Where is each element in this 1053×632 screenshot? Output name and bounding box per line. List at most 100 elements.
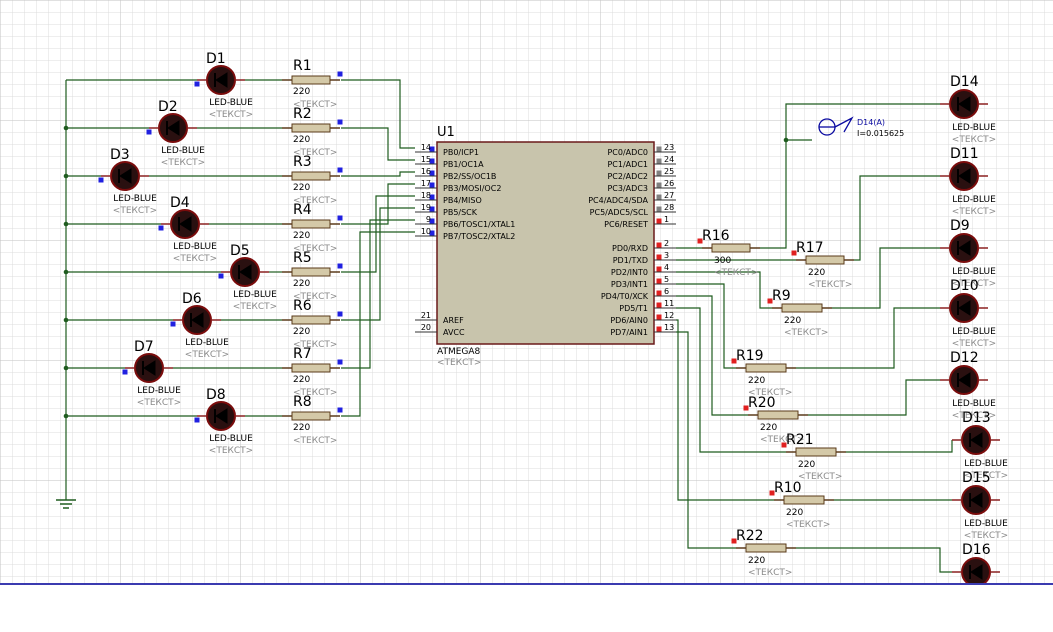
right-led-1[interactable] [940, 89, 988, 119]
junction-dot [63, 365, 69, 371]
right-led-7[interactable] [952, 485, 1000, 515]
pin-marker [656, 314, 662, 320]
diode-symbol [143, 360, 156, 376]
resistor-text-label: <ТЕКСТ> [293, 148, 337, 158]
mcu-pin-name: PD7/AIN1 [610, 328, 648, 337]
left-resistor-4[interactable] [282, 219, 340, 229]
led-text-label: <ТЕКСТ> [952, 339, 996, 349]
status-area [0, 583, 1053, 632]
mcu-pin-name: PD4/T0/XCK [601, 292, 649, 301]
right-resistor-3[interactable] [772, 303, 832, 313]
wire [341, 231, 415, 417]
right-led-3[interactable] [940, 233, 988, 263]
right-resistor-7[interactable] [774, 495, 834, 505]
wire [341, 171, 415, 177]
right-led-4[interactable] [940, 293, 988, 323]
wire [832, 247, 940, 309]
right-resistor-8[interactable] [736, 543, 796, 553]
pin-marker [791, 250, 797, 256]
diode-symbol [958, 240, 971, 256]
left-led-4[interactable] [161, 209, 209, 239]
wire [796, 547, 952, 573]
resistor-ref-label: R22 [736, 528, 764, 544]
mcu-part-label: ATMEGA8 [437, 347, 481, 357]
left-led-3[interactable] [101, 161, 149, 191]
mcu-pin-number: 3 [664, 251, 669, 260]
left-resistor-2[interactable] [282, 123, 340, 133]
wire [341, 219, 415, 369]
left-resistor-7[interactable] [282, 363, 340, 373]
mcu-pin-number: 5 [664, 275, 669, 284]
led-part-label: LED-BLUE [952, 399, 996, 409]
led-ref-label: D7 [134, 339, 154, 355]
left-resistor-3[interactable] [282, 171, 340, 181]
wire [676, 283, 736, 369]
mcu-pin-name: PC6/RESET [604, 220, 648, 229]
diode-symbol [958, 168, 971, 184]
left-resistor-1[interactable] [282, 75, 340, 85]
pin-marker [429, 218, 435, 224]
mcu-pin-number: 18 [421, 191, 431, 200]
resistor-text-label: <ТЕКСТ> [748, 388, 792, 398]
junction-dot [63, 413, 69, 419]
mcu-pin-name: PC5/ADC5/SCL [590, 208, 649, 217]
led-part-label: LED-BLUE [209, 434, 253, 444]
left-resistor-5[interactable] [282, 267, 340, 277]
left-led-5[interactable] [221, 257, 269, 287]
led-text-label: <ТЕКСТ> [209, 110, 253, 120]
pin-marker [194, 81, 200, 87]
mcu-pin-name: PC1/ADC1 [607, 160, 648, 169]
resistor-text-label: <ТЕКСТ> [784, 328, 828, 338]
pin-marker [656, 242, 662, 248]
mcu-pin-name: PB2/SS/OC1B [443, 172, 496, 181]
junction-dot [63, 317, 69, 323]
led-part-label: LED-BLUE [161, 146, 205, 156]
wire [676, 307, 786, 453]
right-resistor-6[interactable] [786, 447, 846, 457]
mcu-pin-number: 21 [421, 311, 431, 320]
resistor-ref-label: R7 [293, 346, 312, 362]
pin-marker [731, 358, 737, 364]
right-led-5[interactable] [940, 365, 988, 395]
left-resistor-6[interactable] [282, 315, 340, 325]
right-resistor-4[interactable] [736, 363, 796, 373]
diode-symbol [191, 312, 204, 328]
right-resistor-1[interactable] [702, 243, 760, 253]
pin-marker [429, 206, 435, 212]
left-led-8[interactable] [197, 401, 245, 431]
right-resistor-5[interactable] [748, 410, 808, 420]
pin-marker [656, 326, 662, 332]
junction-dot [63, 221, 69, 227]
mcu-pin-name: PC2/ADC2 [607, 172, 648, 181]
mcu-body [436, 141, 655, 345]
left-led-2[interactable] [149, 113, 197, 143]
diode-symbol [215, 408, 228, 424]
left-led-7[interactable] [125, 353, 173, 383]
left-resistor-8[interactable] [282, 411, 340, 421]
left-led-6[interactable] [173, 305, 221, 335]
wire [676, 295, 748, 416]
right-resistor-2[interactable] [796, 255, 854, 265]
wire [854, 175, 940, 261]
diode-symbol [239, 264, 252, 280]
left-led-1[interactable] [197, 65, 245, 95]
led-text-label: <ТЕКСТ> [137, 398, 181, 408]
resistor-ref-label: R2 [293, 106, 312, 122]
wire [341, 183, 415, 225]
mcu-pin-name: PD0/RXD [612, 244, 648, 253]
mcu-atmega8[interactable] [436, 141, 655, 345]
led-ref-label: D8 [206, 387, 226, 403]
pin-marker [781, 442, 787, 448]
mcu-pin-name: PB1/OC1A [443, 160, 484, 169]
junction-dot [63, 269, 69, 275]
right-led-2[interactable] [940, 161, 988, 191]
mcu-pin-number: 23 [664, 143, 674, 152]
mcu-pin-number: 1 [664, 215, 669, 224]
current-probe[interactable] [818, 116, 854, 136]
mcu-pin-name: PC3/ADC3 [607, 184, 648, 193]
pin-marker [337, 407, 343, 413]
resistor-value-label: 220 [760, 423, 777, 433]
mcu-pin-number: 6 [664, 287, 669, 296]
right-led-6[interactable] [952, 425, 1000, 455]
